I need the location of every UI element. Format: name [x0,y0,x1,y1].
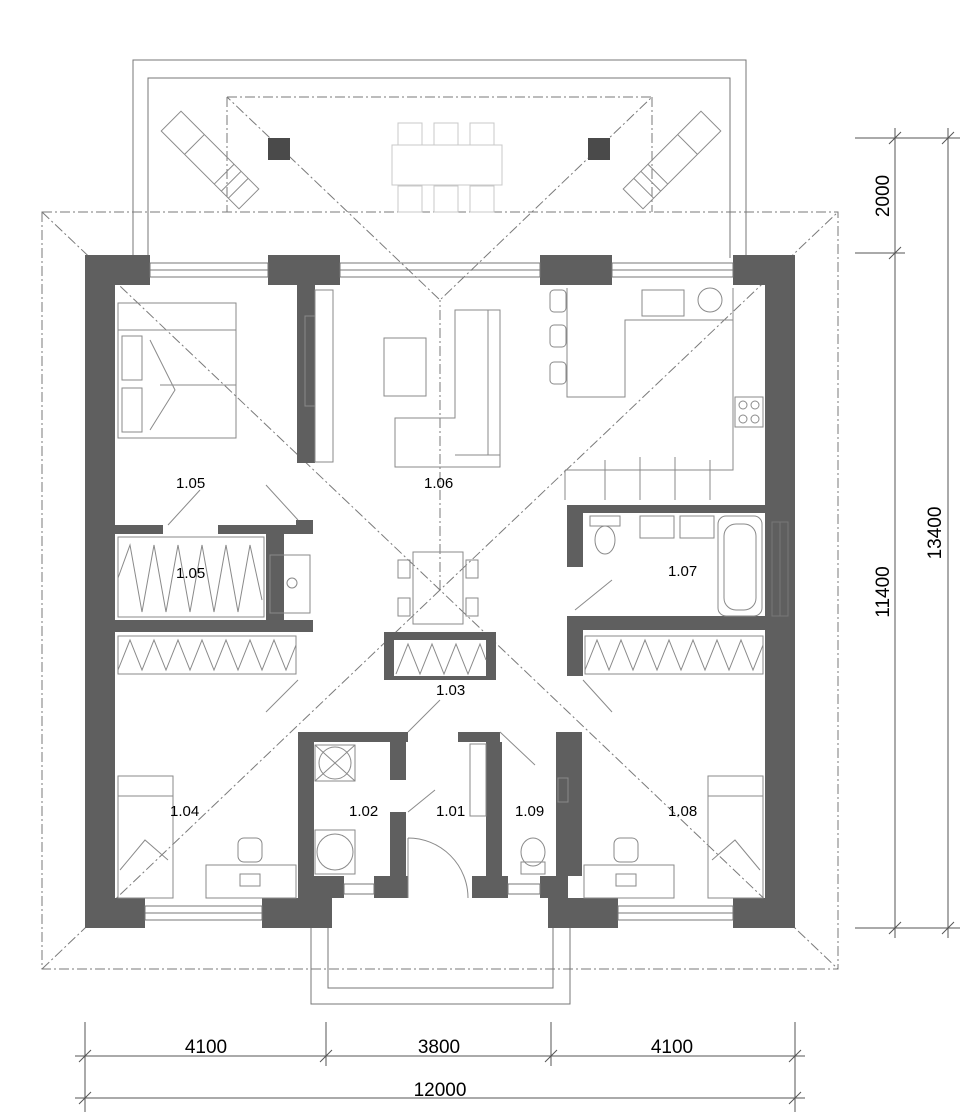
terrace-pillar-right [588,138,610,160]
room-label-1.09: 1.09 [515,803,544,820]
wardrobe-1 [117,536,265,618]
dim-bottom-mid: 3800 [418,1037,460,1058]
room-label-1.03: 1.03 [436,682,465,699]
single-bed-right [707,775,764,899]
room-label-1.02: 1.02 [349,803,378,820]
room-label-1.05-bedroom: 1.05 [176,475,205,492]
room-label-1.04: 1.04 [170,803,199,820]
windows [144,262,789,921]
dim-right-main: 11400 [873,566,894,617]
room-label-1.07: 1.07 [668,563,697,580]
dim-bottom-left: 4100 [185,1037,227,1058]
wardrobe-hall [395,642,487,676]
bathroom-fixtures [589,515,763,617]
room-label-1.08: 1.08 [668,803,697,820]
room-label-1.05-closet: 1.05 [176,565,205,582]
terrace-dining-table [391,122,503,213]
dining-table [397,551,479,625]
sun-lounger-right [622,110,722,210]
single-bed-left [117,775,174,899]
dim-right-total: 13400 [925,507,946,560]
terrace [132,59,747,258]
entrance-porch [310,905,571,1005]
wardrobe-2 [117,635,297,675]
dimension-lines: 4100 3800 4100 12000 2000 11400 13400 [75,128,960,1112]
walls [85,255,795,928]
room-label-1.06: 1.06 [424,475,453,492]
kitchen [549,287,764,500]
room-label-1.01: 1.01 [436,803,465,820]
wardrobe-3 [584,635,764,675]
dim-right-top: 2000 [873,175,894,217]
room-labels: 1.05 1.06 1.05 1.07 1.03 1.04 1.02 1.01 … [170,475,697,820]
terrace-pillar-left [268,138,290,160]
dim-bottom-right: 4100 [651,1037,693,1058]
corner-sofa [394,309,501,468]
sun-lounger-left [160,110,260,210]
furniture [117,287,764,899]
double-bed [117,302,237,439]
doors [167,484,613,899]
dim-bottom-total: 12000 [414,1080,467,1101]
